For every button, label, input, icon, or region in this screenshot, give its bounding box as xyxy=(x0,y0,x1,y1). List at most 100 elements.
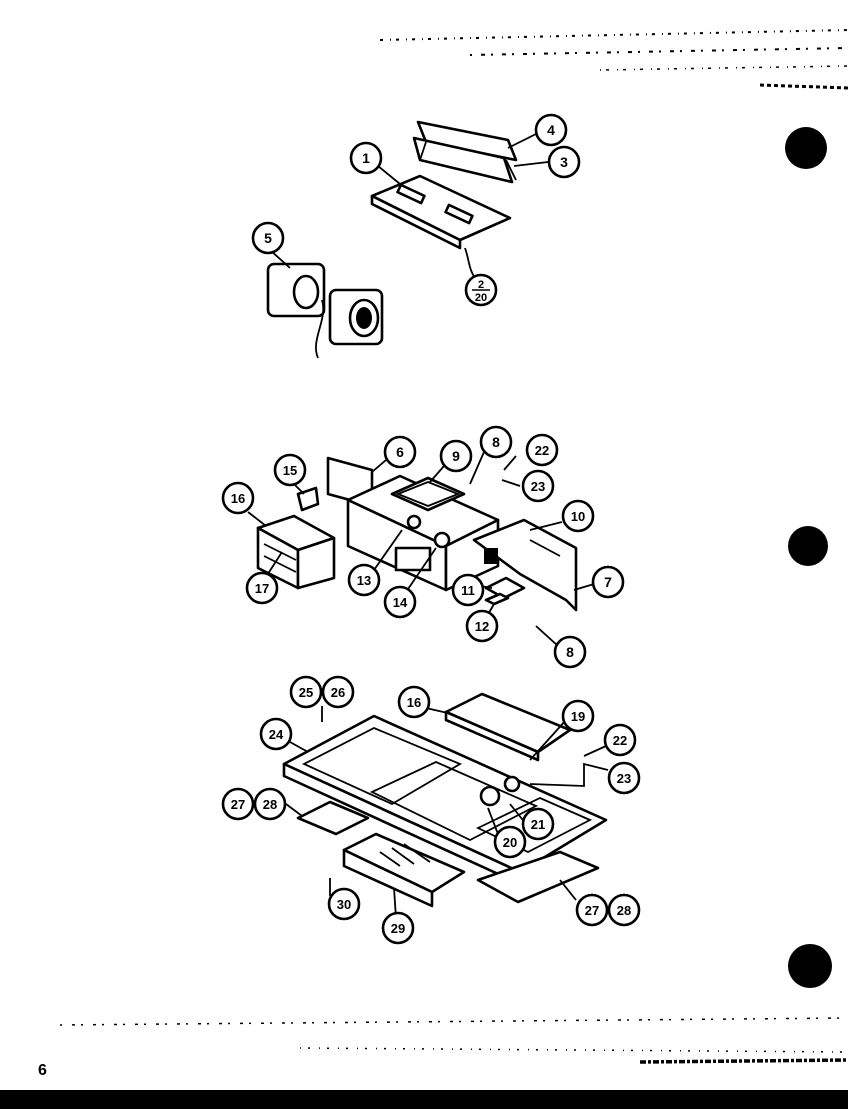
binder-hole-top xyxy=(785,127,827,169)
callout-number: 26 xyxy=(331,685,345,700)
callout-c13: 13 xyxy=(347,563,381,597)
callout-number: 17 xyxy=(255,581,269,596)
callout-c3: 3 xyxy=(547,145,581,179)
callout-circle xyxy=(259,717,293,751)
callout-c7: 7 xyxy=(591,565,625,599)
part-29-glass xyxy=(342,832,466,908)
callout-number: 21 xyxy=(531,817,545,832)
callout-c12: 12 xyxy=(465,609,499,643)
callout-circle xyxy=(607,893,641,927)
binder-hole-middle xyxy=(788,526,828,566)
callout-c11: 11 xyxy=(451,573,485,607)
callout-c17: 17 xyxy=(245,571,279,605)
part-18-light-cover xyxy=(444,692,572,762)
callout-circle xyxy=(253,787,287,821)
callout-number: 23 xyxy=(531,479,545,494)
callout-number: 4 xyxy=(547,122,555,138)
part-4-3-shroud xyxy=(412,120,518,184)
callout-circle xyxy=(251,221,285,255)
callout-number: 25 xyxy=(299,685,313,700)
callout-circle xyxy=(397,685,431,719)
callout-c28a: 28 xyxy=(253,787,287,821)
callout-number: 14 xyxy=(393,595,408,610)
part-5-blower-motor xyxy=(266,262,384,359)
callout-circle xyxy=(575,893,609,927)
callout-c8b: 8 xyxy=(553,635,587,669)
callout-c4: 4 xyxy=(534,113,568,147)
callout-circle xyxy=(321,675,355,709)
callout-number: 15 xyxy=(283,463,297,478)
callout-c23a: 23 xyxy=(521,469,555,503)
callout-circle xyxy=(547,145,581,179)
part-6-housing xyxy=(326,456,500,592)
callout-circle xyxy=(273,453,307,487)
callout-c23b: 23 xyxy=(607,761,641,795)
callout-circle xyxy=(221,787,255,821)
callout-c19: 19 xyxy=(561,699,595,733)
callout-circle xyxy=(607,761,641,795)
callout-number: 22 xyxy=(535,443,549,458)
callout-number: 24 xyxy=(269,727,284,742)
callout-c29: 29 xyxy=(381,911,415,945)
callout-c24: 24 xyxy=(259,717,293,751)
callout-circle xyxy=(245,571,279,605)
callout-circle xyxy=(493,825,527,859)
callout-c2-20: 220 xyxy=(464,273,498,307)
callout-c14: 14 xyxy=(383,585,417,619)
callout-circle xyxy=(479,425,513,459)
callout-circle xyxy=(521,807,555,841)
callout-c28b: 28 xyxy=(607,893,641,927)
part-20-21-lamp xyxy=(479,775,521,807)
callout-c27a: 27 xyxy=(221,787,255,821)
callout-number: 6 xyxy=(396,444,404,460)
callout-c27b: 27 xyxy=(575,893,609,927)
callout-circle xyxy=(603,723,637,757)
part-11-12-relay xyxy=(484,576,526,606)
callout-c16b: 16 xyxy=(397,685,431,719)
binder-hole-bottom xyxy=(788,944,832,988)
callout-number: 23 xyxy=(617,771,631,786)
callout-c10: 10 xyxy=(561,499,595,533)
part-1-mounting-plate xyxy=(370,174,512,283)
callout-c5: 5 xyxy=(251,221,285,255)
callout-number: 28 xyxy=(263,797,277,812)
callout-circle xyxy=(534,113,568,147)
callout-c30: 30 xyxy=(327,887,361,921)
callout-circle xyxy=(347,563,381,597)
callout-number: 5 xyxy=(264,230,272,246)
part-27-28-lens-right xyxy=(476,850,600,904)
callout-number: 8 xyxy=(492,434,500,450)
callout-circle xyxy=(561,699,595,733)
callout-number: 16 xyxy=(407,695,421,710)
callout-number: 20 xyxy=(503,835,517,850)
callout-c15: 15 xyxy=(273,453,307,487)
callout-c6: 6 xyxy=(383,435,417,469)
callout-number: 19 xyxy=(571,709,585,724)
callout-number: 1 xyxy=(362,150,370,166)
leader-lines xyxy=(247,131,609,919)
callout-c25: 25 xyxy=(289,675,323,709)
callout-circle xyxy=(383,585,417,619)
callout-number: 16 xyxy=(231,491,245,506)
callout-c26: 26 xyxy=(321,675,355,709)
callout-circle xyxy=(381,911,415,945)
callout-c21: 21 xyxy=(521,807,555,841)
callout-circle xyxy=(439,439,473,473)
callout-number: 11 xyxy=(461,583,475,598)
callout-circle xyxy=(383,435,417,469)
callout-circle xyxy=(591,565,625,599)
callout-number: 12 xyxy=(475,619,489,634)
callout-number: 30 xyxy=(337,897,351,912)
callout-circle xyxy=(465,609,499,643)
callout-number: 13 xyxy=(357,573,371,588)
scan-noise-bottom xyxy=(0,1017,848,1109)
callout-number: 27 xyxy=(231,797,245,812)
callout-circle xyxy=(349,141,383,175)
callout-circle xyxy=(561,499,595,533)
callout-c9: 9 xyxy=(439,439,473,473)
callout-c1: 1 xyxy=(349,141,383,175)
part-9-filter xyxy=(390,476,466,512)
